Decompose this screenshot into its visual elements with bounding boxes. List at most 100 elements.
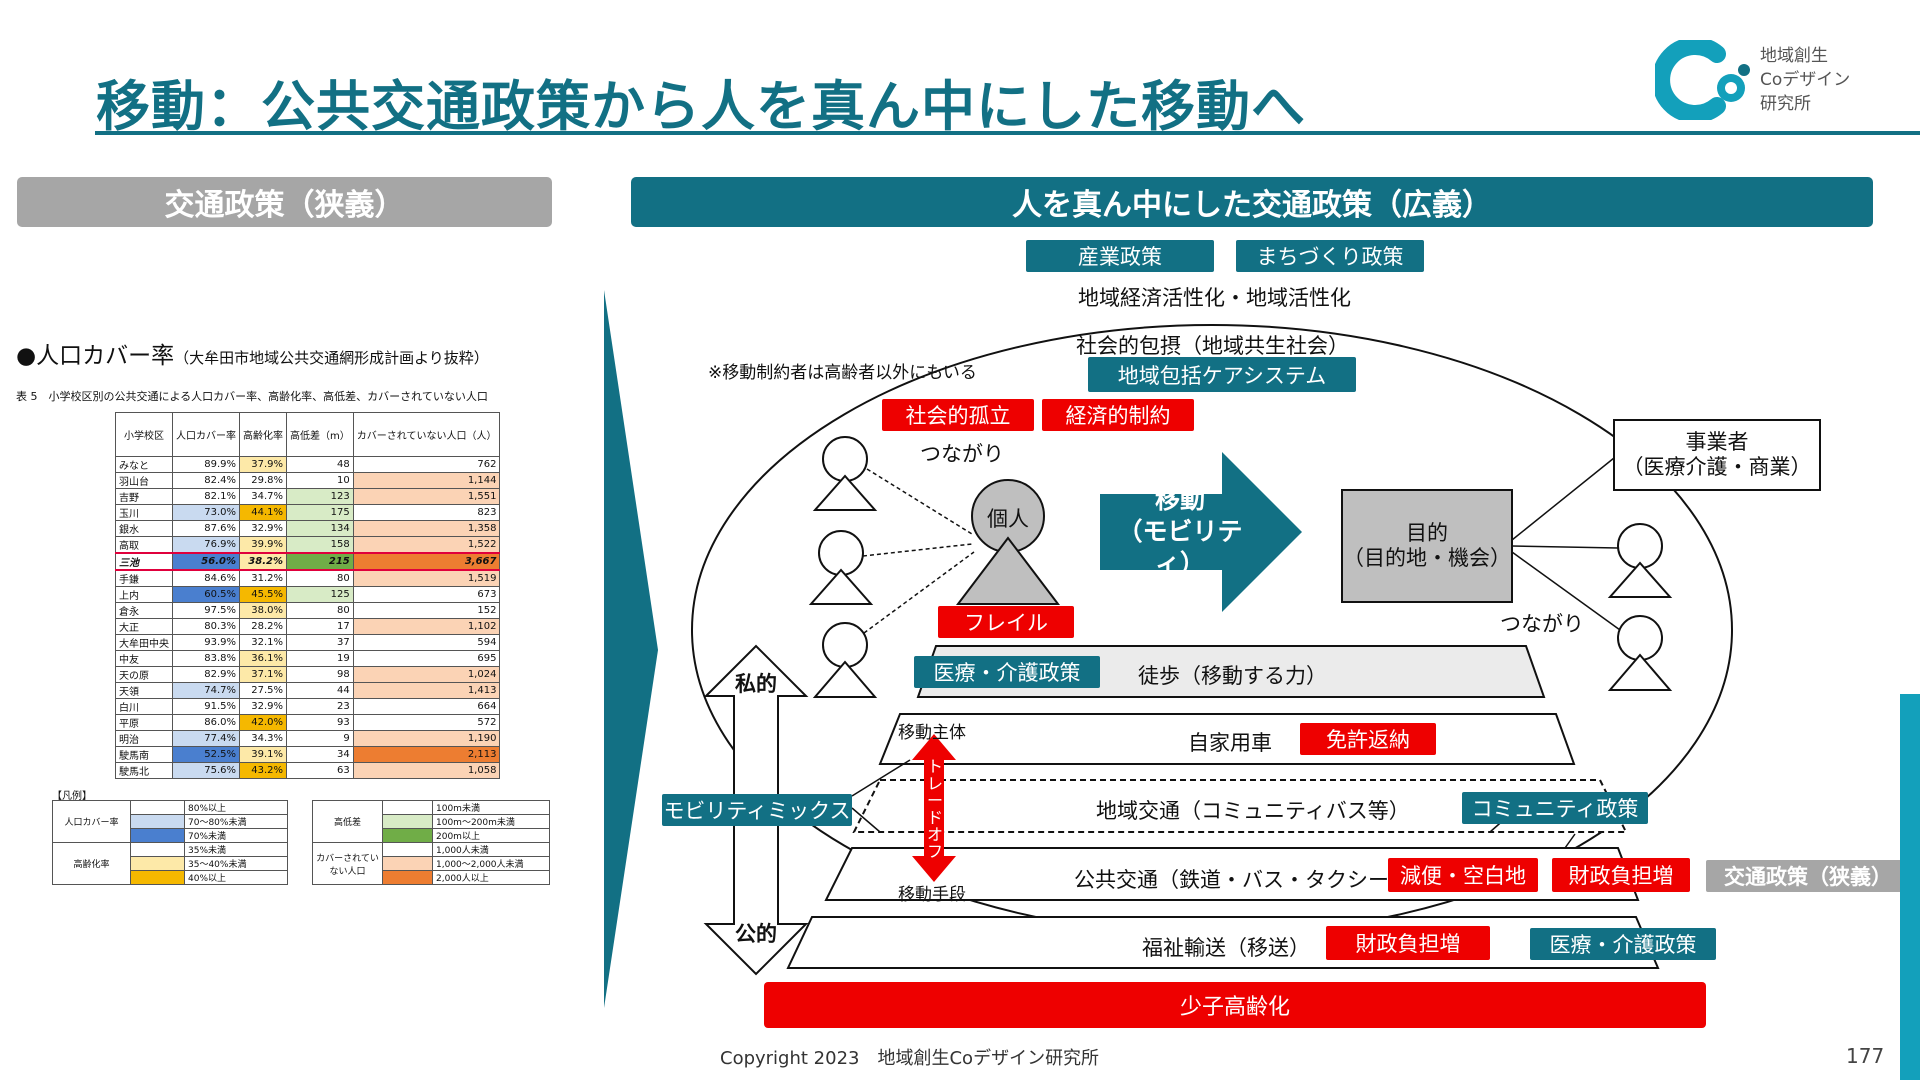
tradeoff-label: トレードオフ: [926, 757, 943, 861]
business-line-2: （医療介護・商業）: [1622, 455, 1812, 479]
table-cell: 1,024: [352, 666, 501, 683]
business-label: 事業者 （医療介護・商業）: [1614, 420, 1820, 490]
mobility-arrow: [1100, 452, 1302, 612]
table-cell: 34.3%: [239, 730, 287, 747]
table-caption: 表 5 小学校区別の公共交通による人口カバー率、高齢化率、高低差、カバーされてい…: [16, 390, 488, 403]
legend-title: 【凡例】: [52, 791, 92, 802]
chevron-shape: [604, 290, 658, 1008]
connection-text-left: つながり: [920, 442, 1004, 466]
table-cell: 823: [352, 504, 501, 521]
title-underline: [95, 131, 1920, 135]
legend-item: 2,000人以上: [432, 870, 550, 885]
connection-lines-right: [1511, 457, 1621, 631]
page-number: 177: [1846, 1044, 1885, 1068]
table-cell: 3,667: [352, 552, 501, 571]
table-cell: 52.5%: [172, 746, 240, 763]
table-cell: 32.9%: [239, 698, 287, 715]
table-cell: 594: [352, 634, 501, 651]
table-cell: 1,413: [352, 682, 501, 699]
purpose-box: [1341, 489, 1513, 603]
table-cell: 1,144: [352, 472, 501, 489]
individual-body: [955, 536, 1061, 605]
table-cell: 32.9%: [239, 520, 287, 537]
medical-policy-tag-2: 医療・介護政策: [1530, 928, 1716, 960]
industry-policy-tag: 産業政策: [1026, 240, 1214, 272]
connection-lines-left: [862, 468, 975, 634]
layer-community-shape: [852, 779, 1628, 833]
table-cell: 39.9%: [239, 536, 287, 554]
business-line-1: 事業者: [1685, 430, 1749, 454]
mobility-mix-tag: モビリティミックス: [662, 794, 852, 826]
side-accent-bar: [1900, 694, 1920, 1080]
community-policy-tag: コミュニティ政策: [1462, 792, 1648, 824]
purpose-line-1: 目的: [1406, 521, 1448, 545]
fiscal-tag-2: 財政負担増: [1326, 926, 1490, 960]
economic-text: 地域経済活性化・地域活性化: [1078, 286, 1351, 310]
table-cell: 9: [286, 730, 354, 747]
col-header: 高齢化率: [239, 412, 287, 457]
tradeoff-arrow: [912, 734, 956, 882]
private-label: 私的: [735, 672, 777, 696]
legend-item: 40%以上: [184, 870, 288, 885]
legend-swatch: [130, 828, 185, 843]
logo-line-3: 研究所: [1760, 94, 1811, 114]
table-cell: 97.5%: [172, 602, 240, 619]
section-chevron: [604, 290, 658, 1008]
table-cell: 34: [286, 746, 354, 763]
table-cell: 34.7%: [239, 488, 287, 505]
table-cell: 673: [352, 586, 501, 603]
layer-welfare-label: 福祉輸送（移送）: [1142, 936, 1310, 960]
table-cell: 45.5%: [239, 586, 287, 603]
subject-label: 移動主体: [898, 723, 966, 743]
legend-item: 70%未満: [184, 828, 288, 843]
layer-car-label: 自家用車: [1188, 731, 1272, 755]
inclusion-text: 社会的包摂（地域共生社会）: [1076, 334, 1349, 358]
table-cell: 1,058: [352, 762, 501, 779]
table-cell: 82.4%: [172, 472, 240, 489]
business-box: [1613, 419, 1821, 491]
people-icons: [808, 436, 1673, 698]
logo-line-2: Coデザイン: [1760, 70, 1851, 90]
connection-text-right: つながり: [1500, 612, 1584, 636]
inconvenience-tag: 減便・空白地: [1388, 858, 1538, 892]
coverage-heading: ●人口カバー率（大牟田市地域公共交通網形成計画より抜粋）: [16, 336, 489, 370]
mix-lines: [851, 759, 911, 833]
logo-icon: [1655, 40, 1750, 120]
table-cell: 75.6%: [172, 762, 240, 779]
table-cell: 56.0%: [172, 552, 240, 571]
mobility-line-2: （モビリティ）: [1117, 517, 1243, 578]
table-cell: 28.2%: [239, 618, 287, 635]
table-cell: 38.0%: [239, 602, 287, 619]
legend-swatch: [130, 814, 185, 829]
table-cell: 43.2%: [239, 762, 287, 779]
medical-policy-tag-1: 医療・介護政策: [914, 656, 1100, 688]
legend-swatch: [130, 800, 185, 815]
table-cell: 83.8%: [172, 650, 240, 667]
table-cell: 152: [352, 602, 501, 619]
coverage-table: 小学校区 人口カバー率 高齢化率 高低差（m） カバーされていない人口（人） み…: [115, 412, 501, 779]
table-cell: 1,522: [352, 536, 501, 554]
table-cell: 38.2%: [239, 552, 287, 571]
license-return-tag: 免許返納: [1300, 723, 1436, 755]
table-cell: 123: [286, 488, 354, 505]
table-cell: 駛馬北: [115, 762, 173, 779]
table-cell: 1,519: [352, 569, 501, 587]
logo-text: 地域創生 Coデザイン 研究所: [1760, 44, 1850, 116]
coverage-heading-main: ●人口カバー率: [16, 343, 175, 369]
col-header: カバーされていない人口（人）: [352, 412, 501, 457]
mobility-label: 移動 （モビリティ）: [1100, 485, 1260, 578]
table-cell: 1,358: [352, 520, 501, 537]
